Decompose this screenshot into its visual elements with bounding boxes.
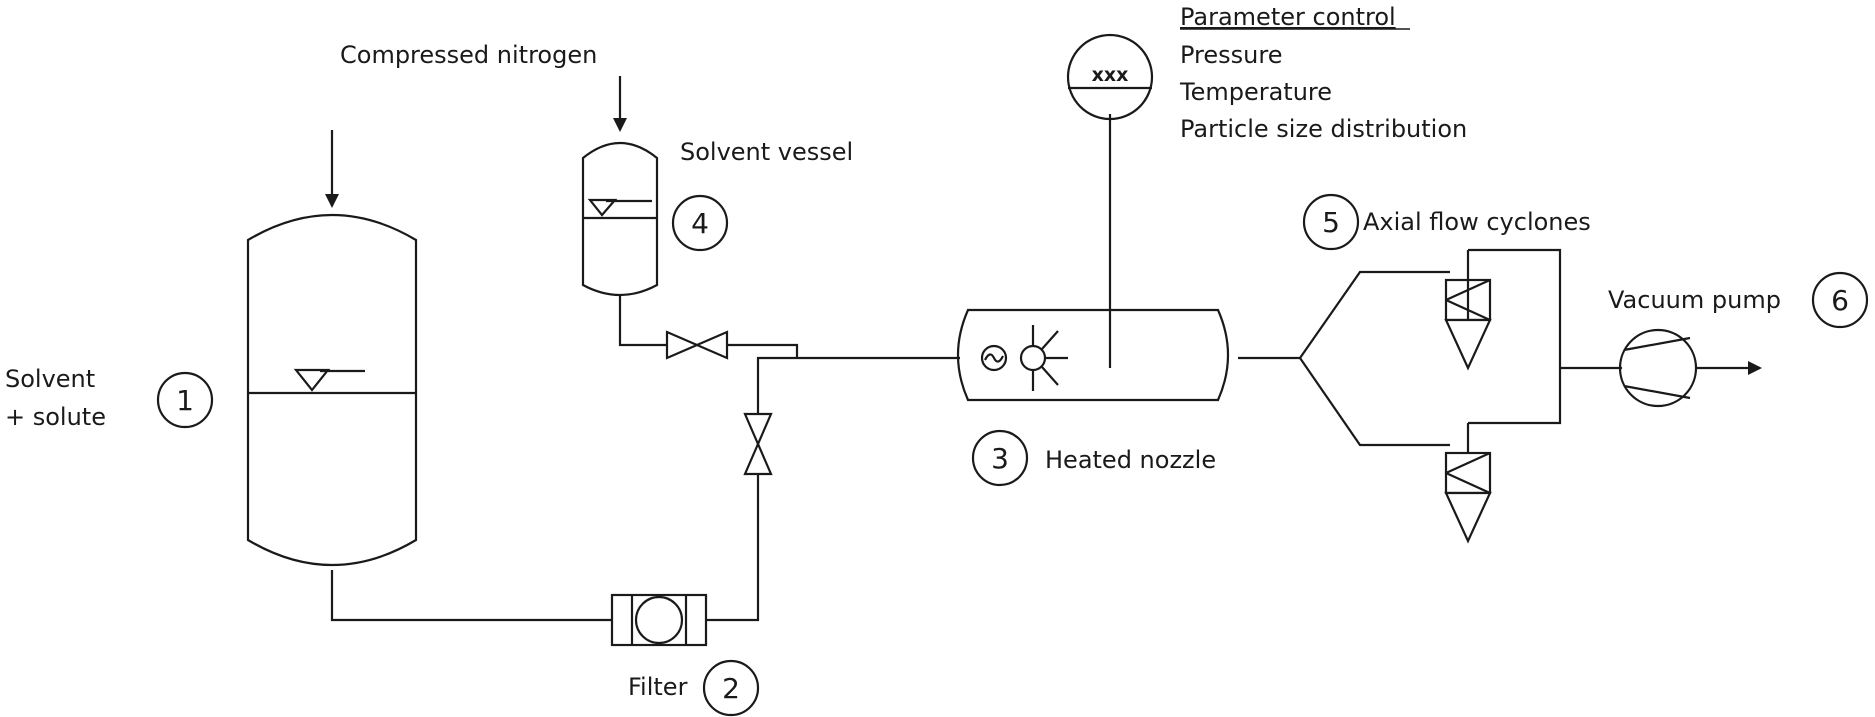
parameter-control-title: Parameter control bbox=[1180, 3, 1396, 31]
compressed-nitrogen-label: Compressed nitrogen bbox=[340, 41, 597, 69]
parameter-item: Temperature bbox=[1179, 78, 1332, 106]
number-6: 6 bbox=[1831, 284, 1849, 317]
heated-nozzle-label: Heated nozzle bbox=[1045, 446, 1216, 474]
main-vessel-body bbox=[248, 215, 416, 565]
heated-nozzle bbox=[958, 114, 1228, 400]
number-5: 5 bbox=[1322, 206, 1340, 239]
pipe-solvent-valve-to-junction bbox=[727, 345, 797, 358]
feed-valve bbox=[745, 414, 771, 474]
axial-cyclones-label: Axial flow cyclones bbox=[1363, 208, 1591, 236]
filter-element bbox=[636, 597, 682, 643]
nozzle-icon bbox=[1021, 346, 1045, 370]
gauge-readout: xxx bbox=[1092, 64, 1129, 86]
pipe-valve-to-nozzle bbox=[758, 358, 960, 414]
number-1: 1 bbox=[176, 384, 194, 417]
vacuum-pump-label: Vacuum pump bbox=[1608, 286, 1781, 314]
solvent-valve bbox=[667, 332, 727, 358]
filter bbox=[612, 595, 706, 645]
lower-cyclone bbox=[1446, 423, 1490, 541]
filter-body bbox=[612, 595, 706, 645]
pipe-split-lower bbox=[1300, 358, 1450, 445]
main-vessel-level-marker bbox=[296, 370, 328, 390]
pipe-filter-to-valve bbox=[706, 474, 758, 620]
solvent-vessel bbox=[583, 143, 657, 295]
number-2: 2 bbox=[722, 672, 740, 705]
parameter-gauge: xxx bbox=[1068, 35, 1152, 119]
number-4: 4 bbox=[691, 207, 709, 240]
parameter-item: Pressure bbox=[1180, 41, 1282, 69]
heated-nozzle-body bbox=[958, 310, 1228, 400]
parameter-item: Particle size distribution bbox=[1180, 115, 1467, 143]
vacuum-pump bbox=[1620, 330, 1696, 406]
solvent-vessel-label: Solvent vessel bbox=[680, 138, 853, 166]
main-vessel bbox=[248, 130, 416, 565]
solvent-label-line1: Solvent bbox=[5, 365, 95, 393]
number-3: 3 bbox=[991, 442, 1009, 475]
pipe-split-upper bbox=[1300, 272, 1450, 358]
filter-label: Filter bbox=[628, 673, 688, 701]
upper-cyclone bbox=[1446, 250, 1490, 368]
pump-circle bbox=[1620, 330, 1696, 406]
solvent-label-line2: + solute bbox=[5, 403, 106, 431]
pipe-vessel-to-filter bbox=[332, 570, 612, 620]
pipe-solvent-vessel-to-valve bbox=[620, 294, 667, 345]
solvent-vessel-level-marker bbox=[590, 200, 615, 215]
